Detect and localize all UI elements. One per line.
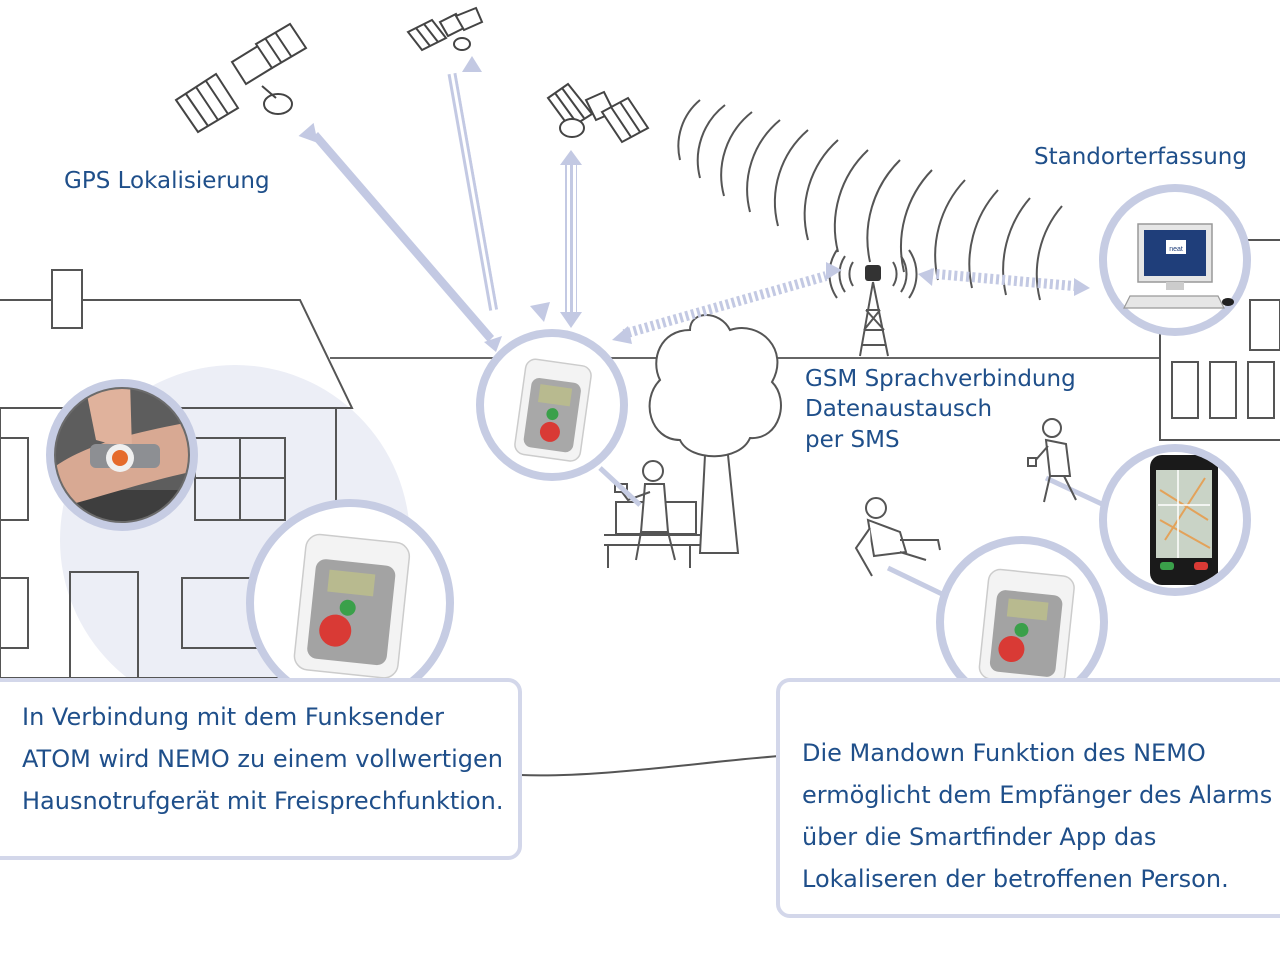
gsm-label-line1: GSM Sprachverbindung	[805, 364, 1076, 394]
left-box-line2: ATOM wird NEMO zu einem vollwertigen	[22, 738, 518, 780]
gps-label: GPS Lokalisierung	[64, 166, 270, 196]
gsm-label-line3: per SMS	[805, 425, 900, 455]
right-box-line4: Lokaliseren der betroffenen Person.	[802, 858, 1280, 900]
left-info-box: In Verbindung mit dem Funksender ATOM wi…	[0, 678, 522, 860]
right-box-line3: über die Smartfinder App das	[802, 816, 1280, 858]
center-device-bubble	[480, 333, 624, 477]
satellite-2	[408, 8, 482, 50]
monitor-bubble: neat	[1103, 188, 1247, 332]
gsm-label-line2: Datenaustausch	[805, 394, 992, 424]
neat-logo-text: neat	[1169, 246, 1183, 253]
bubble-pointer-phone	[1046, 478, 1104, 505]
left-device-bubble	[250, 503, 450, 703]
bubble-pointer-right	[888, 568, 942, 594]
phone-bubble	[1103, 448, 1247, 592]
satellite-3	[548, 84, 648, 142]
connector-line	[520, 756, 780, 775]
right-box-line1: Die Mandown Funktion des NEMO	[802, 732, 1280, 774]
bubble-pointer-center	[600, 468, 640, 505]
gps-arrows	[299, 56, 1090, 352]
tree-bench	[604, 315, 781, 568]
left-box-line1: In Verbindung mit dem Funksender	[22, 696, 518, 738]
fallen-person	[856, 498, 940, 576]
right-info-box: Die Mandown Funktion des NEMO ermöglicht…	[776, 678, 1280, 918]
standort-label: Standorterfassung	[1034, 142, 1247, 172]
satellite-1	[176, 24, 306, 132]
right-box-line2: ermöglicht dem Empfänger des Alarms	[802, 774, 1280, 816]
left-box-line3: Hausnotrufgerät mit Freisprechfunktion.	[22, 780, 518, 822]
